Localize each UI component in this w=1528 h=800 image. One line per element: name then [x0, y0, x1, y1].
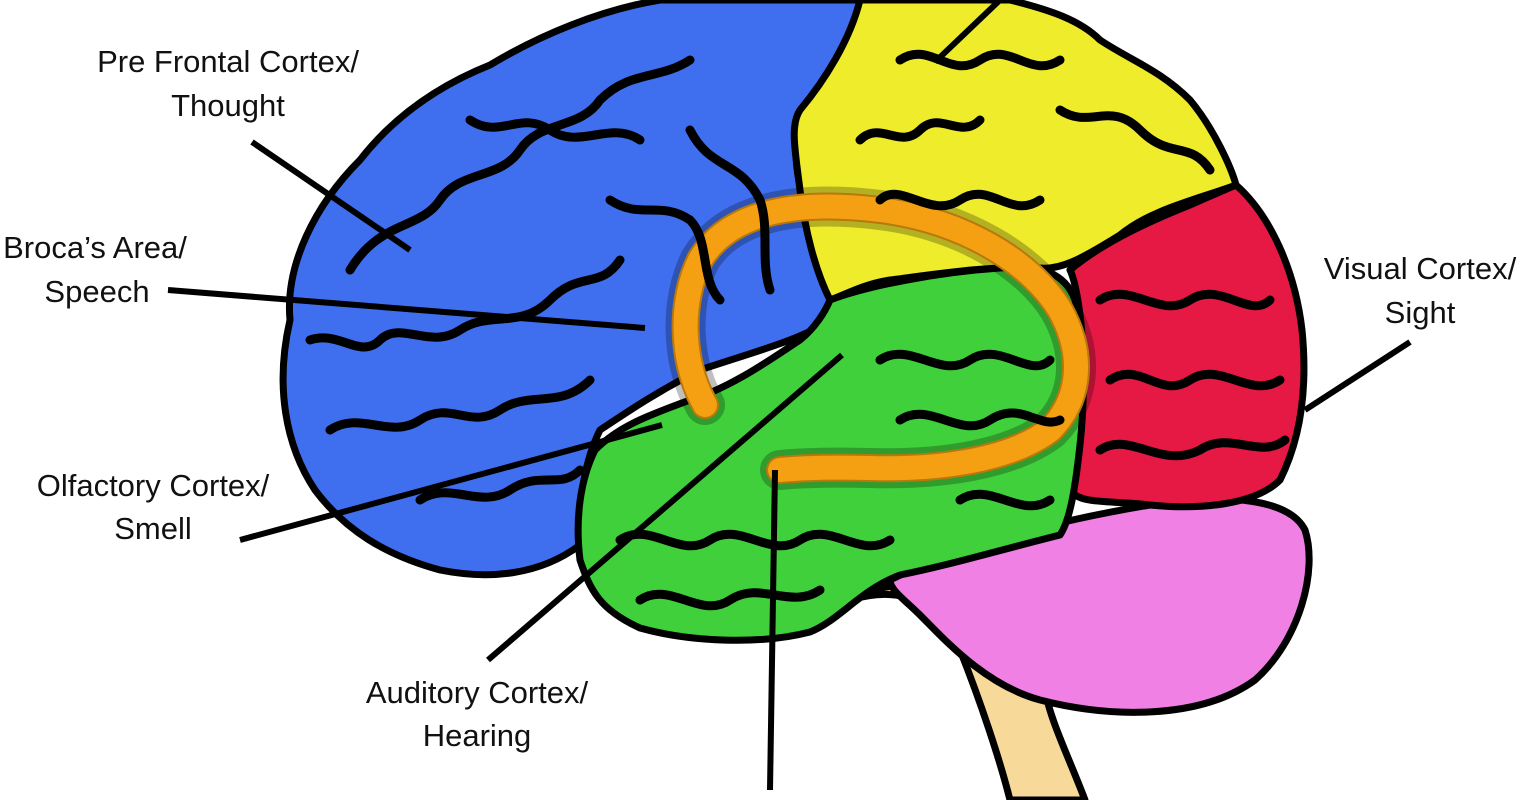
occipital-lobe-region — [1066, 181, 1308, 511]
prefrontal-label-line1: Pre Frontal Cortex/ — [97, 44, 359, 79]
visual-label-line1: Visual Cortex/ — [1324, 251, 1517, 286]
brain-folds — [305, 49, 1290, 611]
prefrontal-label-line2: Thought — [171, 88, 285, 123]
broca-pointer-line — [167, 287, 646, 331]
limbic-pointer-line — [767, 469, 778, 791]
broca-label-line1: Broca’s Area/ — [3, 230, 187, 265]
prefrontal-pointer-line — [250, 139, 412, 253]
broca-label-line2: Speech — [44, 274, 149, 309]
auditory-pointer-line — [486, 352, 844, 663]
olfactory-label-line2: Smell — [114, 511, 192, 546]
visual-pointer-line — [1303, 339, 1412, 413]
auditory-label-line2: Hearing — [423, 718, 532, 753]
olfactory-label-line1: Olfactory Cortex/ — [37, 468, 270, 503]
olfactory-pointer-line — [239, 422, 663, 543]
parietal-pointer-line — [932, 0, 1003, 65]
auditory-label-line1: Auditory Cortex/ — [366, 675, 589, 710]
limbic-arc-fill — [673, 194, 1088, 482]
visual-label-line2: Sight — [1385, 295, 1456, 330]
